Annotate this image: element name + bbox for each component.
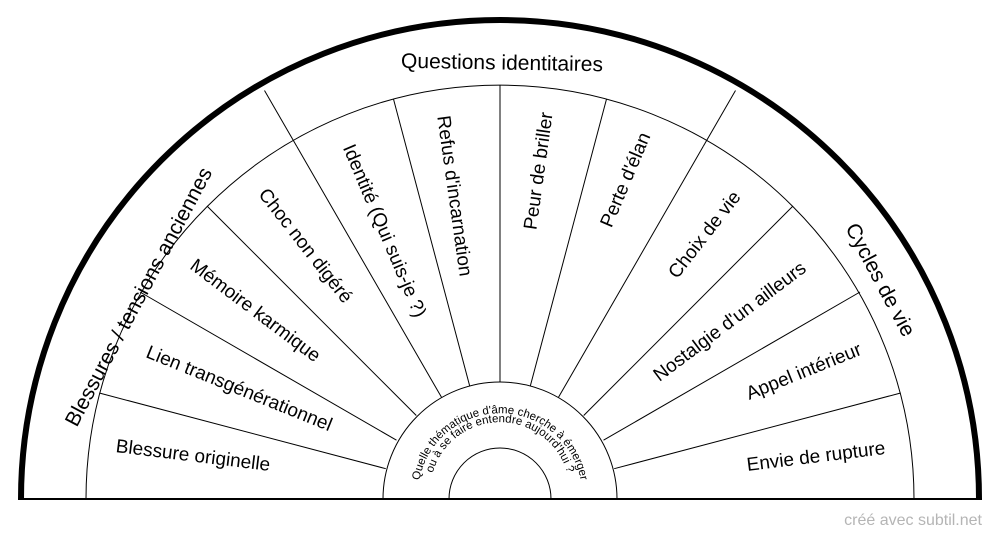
item-perte-elan: Perte d'élan <box>597 129 656 230</box>
item-memoire-karmique: Mémoire karmique <box>186 255 324 366</box>
item-divider <box>603 291 861 441</box>
center-hole <box>448 447 552 500</box>
item-blessure-originelle: Blessure originelle <box>115 436 272 476</box>
item-refus-incarnation: Refus d'incarnation <box>432 114 475 277</box>
item-divider <box>139 291 397 441</box>
outer-arc <box>18 17 982 500</box>
item-divider <box>614 392 901 470</box>
item-choc-non-digere: Choc non digéré <box>254 185 356 308</box>
center-circle <box>382 381 618 500</box>
item-divider <box>99 392 386 470</box>
category-title-cycles: Cycles de vie <box>841 219 920 340</box>
item-divider <box>529 98 607 387</box>
item-peur-de-briller: Peur de briller <box>520 110 557 231</box>
item-divider <box>296 146 442 398</box>
item-divider <box>558 146 704 398</box>
category-title-blessures: Blessures / tensions anciennes <box>61 164 217 430</box>
item-envie-de-rupture: Envie de rupture <box>746 438 887 476</box>
item-choix-de-vie: Choix de vie <box>665 187 746 282</box>
category-divider <box>702 90 736 147</box>
category-title-questions: Questions identitaires <box>401 50 603 77</box>
category-divider <box>264 90 298 147</box>
center-question-line2: ou à se faire entendre aujourd'hui ? <box>424 413 576 474</box>
item-divider <box>207 206 417 416</box>
item-divider <box>583 206 793 416</box>
item-divider <box>393 98 471 387</box>
credit-text: créé avec subtil.net <box>844 512 982 529</box>
